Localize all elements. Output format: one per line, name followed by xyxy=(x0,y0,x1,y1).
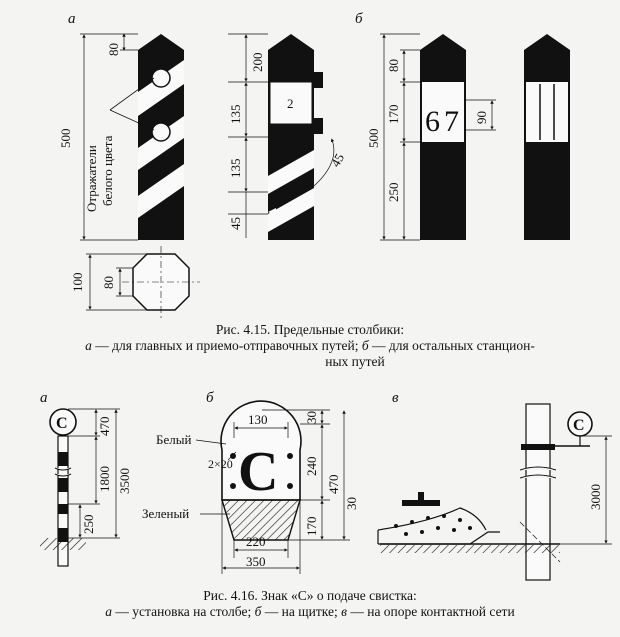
figure-4-15: а б Отражатели белого цвета 500 80 xyxy=(58,11,570,318)
limit-post-station-track xyxy=(268,34,323,240)
green-label: Зеленый xyxy=(142,506,189,521)
fig416-label-a: а xyxy=(40,390,48,406)
dim-170-b: 170 xyxy=(304,517,319,537)
dim-45-left: 45 xyxy=(228,217,243,230)
caption-4-16-line1: а — установка на столбе; б — на щитке; в… xyxy=(105,604,515,619)
dim-80-plan: 80 xyxy=(101,276,116,289)
reflector-bottom xyxy=(151,122,171,142)
dim-80-b: 80 xyxy=(386,59,401,72)
limit-post-main-track xyxy=(138,34,184,240)
dim-3000: 3000 xyxy=(588,484,603,510)
dim-130: 130 xyxy=(248,412,268,427)
sign-letter-v: С xyxy=(573,417,585,434)
dim-90: 90 xyxy=(474,111,489,124)
number-7: 7 xyxy=(444,105,459,138)
dim-3500: 3500 xyxy=(117,468,132,494)
sign-letter-b: С xyxy=(238,441,278,503)
limit-post-rear-view xyxy=(524,34,570,240)
dim-250-a: 250 xyxy=(81,515,96,535)
dim-470-a: 470 xyxy=(97,417,112,437)
sign-letter-a: С xyxy=(56,415,68,432)
whistle-sign-shield xyxy=(220,400,302,541)
dim-500-b: 500 xyxy=(366,129,381,149)
number-6: 6 xyxy=(425,105,440,138)
fig415-label-a: а xyxy=(68,11,76,27)
fig416-label-v: в xyxy=(392,390,399,406)
dim-240: 240 xyxy=(304,457,319,477)
dim-30-mid: 30 xyxy=(344,497,359,510)
dim-1800: 1800 xyxy=(97,466,112,492)
fig416-label-b: б xyxy=(206,390,214,406)
white-label: Белый xyxy=(156,432,191,447)
caption-4-15-line2: ных путей xyxy=(325,354,385,369)
dim-500-a: 500 xyxy=(58,129,73,149)
reflectors-label-line1: Отражатели xyxy=(84,145,99,212)
dim-30-top: 30 xyxy=(304,411,319,424)
dim-350: 350 xyxy=(246,554,266,569)
dim-80-a: 80 xyxy=(106,43,121,56)
dim-100: 100 xyxy=(70,273,85,293)
dim-2x20: 2×20 xyxy=(208,457,233,471)
dim-135-top: 135 xyxy=(228,105,243,125)
figure-4-15-caption: Рис. 4.15. Предельные столбики: а — для … xyxy=(0,322,620,370)
dim-170: 170 xyxy=(386,105,401,125)
dim-200: 200 xyxy=(250,53,265,73)
reflector-top xyxy=(151,68,171,88)
figure-4-16: а б в С 470 1800 3500 250 С xyxy=(40,390,612,581)
post-plan-view xyxy=(122,246,200,318)
caption-4-15-title: Рис. 4.15. Предельные столбики: xyxy=(215,322,405,337)
dim-470-b: 470 xyxy=(326,475,341,495)
dim-45-angle: 45 xyxy=(328,151,347,170)
caption-4-16-title: Рис. 4.16. Знак «С» о подаче свистка: xyxy=(203,588,417,603)
reflectors-label-line2: белого цвета xyxy=(100,135,115,206)
dim-135-bottom: 135 xyxy=(228,159,243,179)
caption-4-15-line1: а — для главных и приемо-отправочных пут… xyxy=(85,338,535,353)
dim-250: 250 xyxy=(386,183,401,203)
limit-post-numbered xyxy=(420,34,466,240)
whistle-sign-catenary xyxy=(377,403,593,581)
fig415-label-b: б xyxy=(355,11,363,27)
figure-4-16-caption: Рис. 4.16. Знак «С» о подаче свистка: а … xyxy=(0,588,620,620)
plate-number: 2 xyxy=(287,96,294,111)
dim-220: 220 xyxy=(246,534,266,549)
whistle-sign-on-post xyxy=(40,408,86,567)
